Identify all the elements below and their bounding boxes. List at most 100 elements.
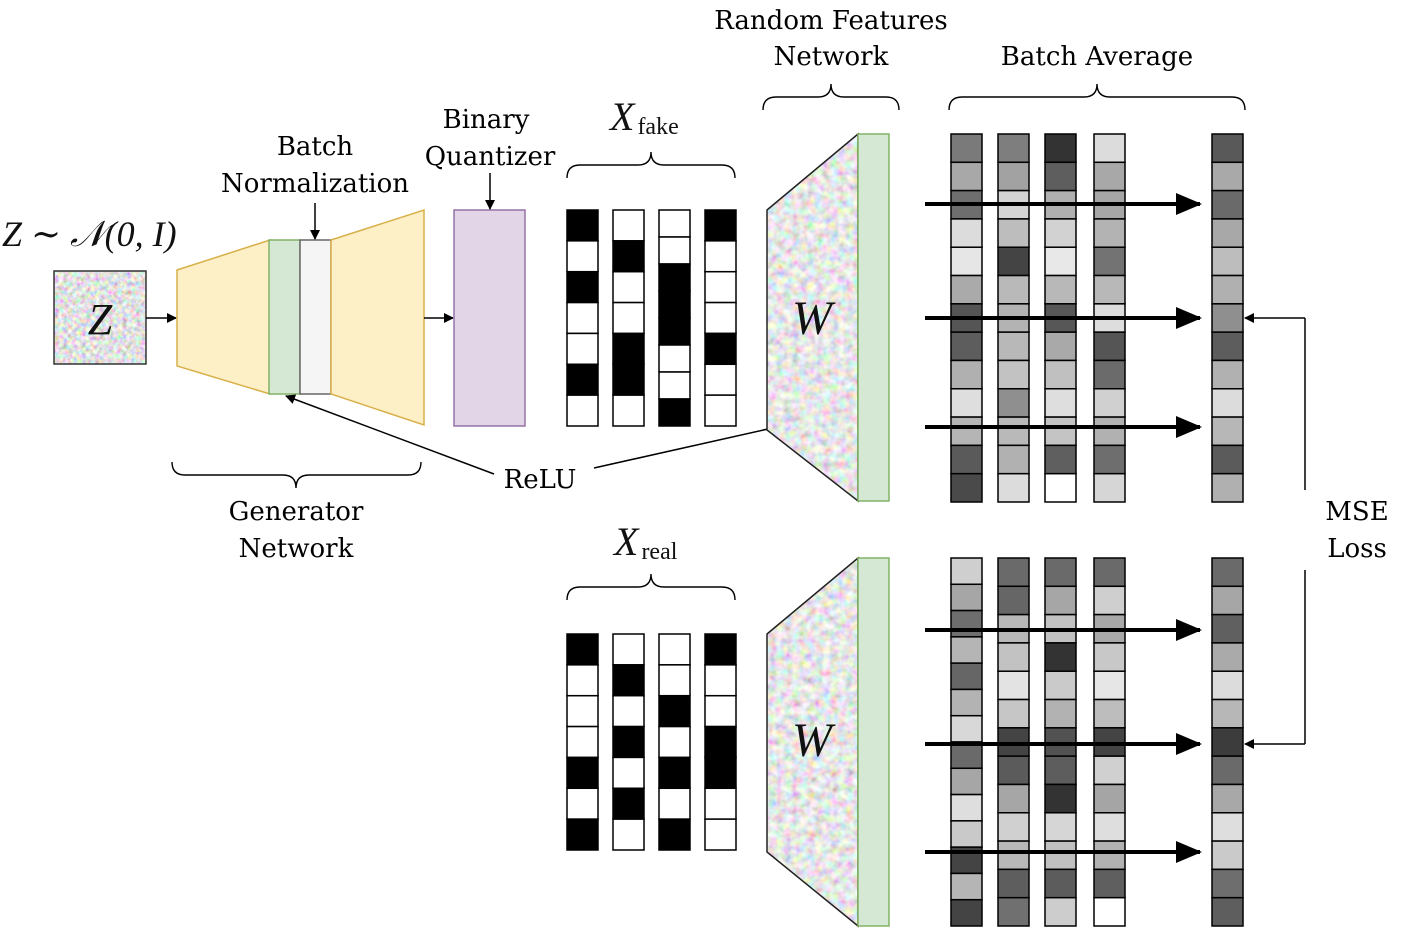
x-real-cell <box>612 633 645 666</box>
bottom-feature-cell <box>950 793 983 822</box>
bottom-average-cell <box>1211 896 1244 927</box>
batch-average-label: Batch Average <box>1001 42 1193 72</box>
top-feature-cell <box>997 388 1030 418</box>
top-feature-cell <box>997 444 1030 475</box>
x-real-cell <box>704 633 737 666</box>
x-real-cell <box>566 633 599 666</box>
top-feature-cell <box>950 472 983 503</box>
random-features-brace <box>762 83 900 111</box>
bottom-feature-cell <box>1093 840 1126 871</box>
mse-loss-connector <box>1244 313 1306 749</box>
top-feature-cell <box>950 274 983 305</box>
z-noise-box: Z <box>53 270 147 365</box>
top-average-cell <box>1211 331 1244 362</box>
bottom-average-cell <box>1211 698 1244 729</box>
bottom-feature-cell <box>1044 840 1077 871</box>
top-feature-cell <box>1093 218 1126 248</box>
relu-to-batch-norm-arrow <box>285 394 495 475</box>
x-fake-cell <box>612 240 645 273</box>
batch-norm-label-line1: Batch <box>277 132 354 162</box>
x-fake-cell <box>612 301 645 335</box>
x-real-cell <box>612 664 645 697</box>
bottom-feature-cell <box>997 896 1030 927</box>
top-feature-cell <box>997 472 1030 503</box>
bottom-feature-cell <box>950 583 983 612</box>
x-real-cell <box>612 725 645 759</box>
bottom-feature-cell <box>950 688 983 717</box>
x-real-sub: real <box>641 539 677 565</box>
x-fake-cell <box>704 301 737 335</box>
bottom-feature-cell <box>997 840 1030 871</box>
top-average-cell <box>1211 274 1244 305</box>
x-fake-cell <box>704 240 737 273</box>
x-fake-cell <box>704 363 737 396</box>
top-average-cell <box>1211 218 1244 248</box>
bottom-average-cell <box>1211 755 1244 786</box>
bottom-feature-cell <box>997 642 1030 672</box>
top-feature-cell <box>1044 444 1077 475</box>
binary-quantizer-block <box>453 209 526 427</box>
top-feature-cell <box>1044 416 1077 447</box>
bottom-average-cell <box>1211 670 1244 701</box>
x-real-cell <box>566 756 599 790</box>
generator-label-line2: Network <box>239 534 354 564</box>
random-features-output-layer-top <box>857 133 890 502</box>
x-fake-cell <box>566 270 599 304</box>
bottom-feature-cell <box>1093 698 1126 729</box>
top-average-cell <box>1211 303 1244 333</box>
x-real-cell <box>612 787 645 820</box>
batch-norm-green-layer <box>268 239 301 395</box>
bottom-feature-cell <box>997 783 1030 814</box>
top-feature-cell <box>1093 472 1126 503</box>
random-features-network-bottom: W <box>766 556 890 928</box>
top-feature-cell <box>1093 444 1126 475</box>
x-real-cell <box>658 664 691 697</box>
generator-brace <box>171 461 422 489</box>
top-feature-cell <box>1093 388 1126 418</box>
bottom-feature-cell <box>950 872 983 901</box>
x-real-cell <box>658 633 691 666</box>
x-fake-sub: fake <box>637 114 678 140</box>
top-feature-cell <box>1044 388 1077 418</box>
top-feature-cell <box>1093 246 1126 277</box>
bottom-feature-cell <box>950 636 983 664</box>
top-average-cell <box>1211 246 1244 277</box>
x-fake-cell <box>612 332 645 366</box>
bottom-average-cell <box>1211 727 1244 757</box>
bottom-average-cell <box>1211 783 1244 814</box>
bottom-feature-cell <box>950 767 983 796</box>
top-feature-cell <box>1044 274 1077 305</box>
x-fake-cell <box>658 371 691 400</box>
top-feature-cell <box>1044 133 1077 164</box>
top-feature-cell <box>950 444 983 475</box>
bottom-average-cell <box>1211 840 1244 871</box>
x-fake-cell <box>566 301 599 335</box>
x-real-main: X <box>612 519 640 564</box>
batch-average-brace <box>948 83 1246 111</box>
x-fake-cell <box>566 209 599 242</box>
top-feature-cell <box>950 133 983 164</box>
x-real-cell <box>704 694 737 728</box>
bottom-feature-cell <box>1044 783 1077 814</box>
bottom-average-cell <box>1211 557 1244 588</box>
top-feature-cell <box>997 331 1030 362</box>
top-feature-cell <box>997 218 1030 248</box>
top-feature-cell <box>997 246 1030 277</box>
generator-left-trapezoid <box>176 238 271 396</box>
x-fake-cell <box>704 394 737 427</box>
top-feature-cell <box>1044 218 1077 248</box>
x-fake-cell <box>658 317 691 346</box>
averaging-arrows <box>925 193 1202 863</box>
bottom-feature-cell <box>1044 557 1077 588</box>
x-real-cell <box>612 694 645 728</box>
bottom-feature-cell <box>1044 755 1077 786</box>
bottom-feature-cell <box>1093 896 1126 927</box>
x-fake-cell <box>658 236 691 265</box>
top-feature-cell <box>997 416 1030 447</box>
x-real-cell <box>566 787 599 820</box>
bottom-feature-cell <box>1093 812 1126 842</box>
binary-quantizer-label-line1: Binary <box>443 105 530 135</box>
random-features-output-layer-bottom <box>857 557 890 927</box>
